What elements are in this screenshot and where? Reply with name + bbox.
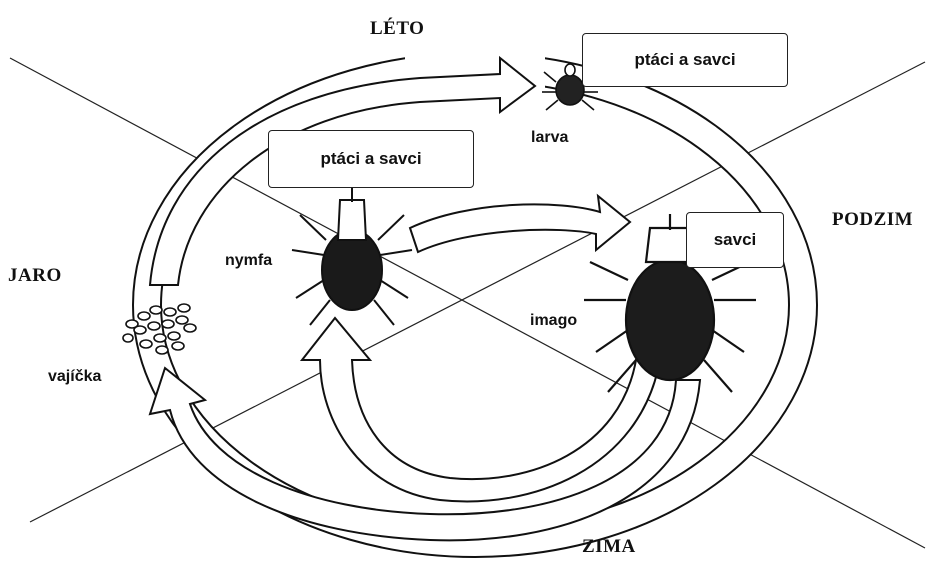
stage-label-larva: larva (531, 129, 568, 147)
tick-nymph-icon (292, 186, 412, 325)
season-spring: JARO (8, 265, 62, 287)
arrow-nymph-to-adult (410, 196, 630, 252)
season-summer: LÉTO (370, 18, 424, 40)
stage-label-eggs: vajíčka (48, 368, 101, 386)
stage-label-adult: imago (530, 312, 577, 330)
host-box-adult: savci (686, 212, 784, 268)
season-autumn: PODZIM (832, 209, 913, 231)
host-box-larva: ptáci a savci (582, 33, 788, 87)
stage-label-nymph: nymfa (225, 252, 272, 270)
host-box-nymph: ptáci a savci (268, 130, 474, 188)
season-winter: ZIMA (582, 536, 636, 558)
